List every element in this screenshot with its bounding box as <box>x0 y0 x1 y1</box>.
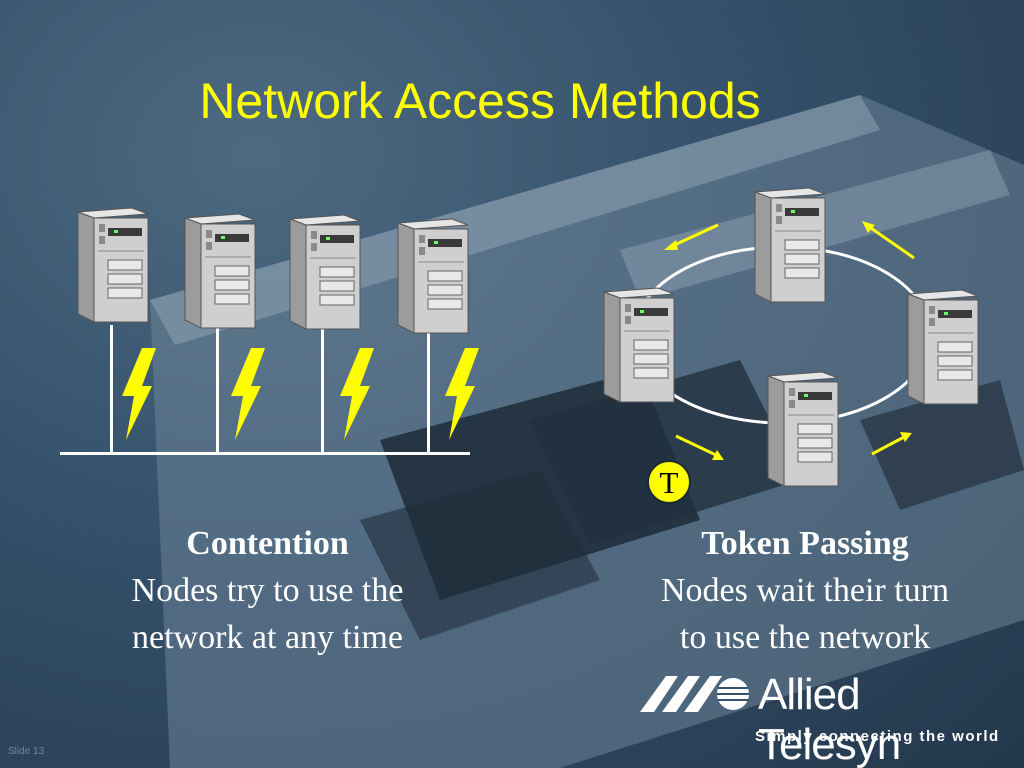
server-tower-icon <box>177 212 257 335</box>
lightning-bolt-icon <box>231 348 265 445</box>
server-tower-icon <box>596 286 676 409</box>
drop-line <box>216 325 219 453</box>
lightning-bolt-icon <box>445 348 479 445</box>
arrow-icon <box>675 434 724 460</box>
server-tower-icon <box>760 370 840 493</box>
lightning-bolt-icon <box>122 348 156 445</box>
lightning-bolt-icon <box>340 348 374 445</box>
page-title: Network Access Methods <box>199 73 761 129</box>
token-icon: T <box>647 460 691 504</box>
drop-line <box>427 325 430 453</box>
contention-line-1: Nodes try to use the <box>131 572 404 609</box>
allied-telesyn-logo-mark <box>640 676 749 712</box>
token-passing-caption: Token Passing Nodes wait their turn to u… <box>600 520 1010 661</box>
token-passing-heading: Token Passing <box>701 525 909 562</box>
logo-tagline: Simply connecting the world <box>755 728 1000 745</box>
arrow-icon <box>664 223 719 250</box>
drop-line <box>321 325 324 453</box>
server-tower-icon <box>70 206 150 329</box>
token-passing-line-2: to use the network <box>679 619 931 656</box>
contention-heading: Contention <box>186 525 349 562</box>
arrow-icon <box>871 432 912 456</box>
drop-line <box>110 325 113 453</box>
server-tower-icon <box>747 186 827 309</box>
arrow-icon <box>862 221 915 260</box>
contention-caption: Contention Nodes try to use the network … <box>60 520 475 661</box>
bus-line <box>60 452 470 455</box>
server-tower-icon <box>282 213 362 336</box>
logo-name: Allied Telesyn <box>758 670 901 768</box>
contention-line-2: network at any time <box>132 619 403 656</box>
token-passing-line-1: Nodes wait their turn <box>661 572 949 609</box>
company-logo: Allied Telesyn Simply connecting the wor… <box>640 670 1010 768</box>
server-tower-icon <box>900 288 980 411</box>
server-tower-icon <box>390 217 470 340</box>
slide-footer: Slide 13 <box>8 746 45 757</box>
